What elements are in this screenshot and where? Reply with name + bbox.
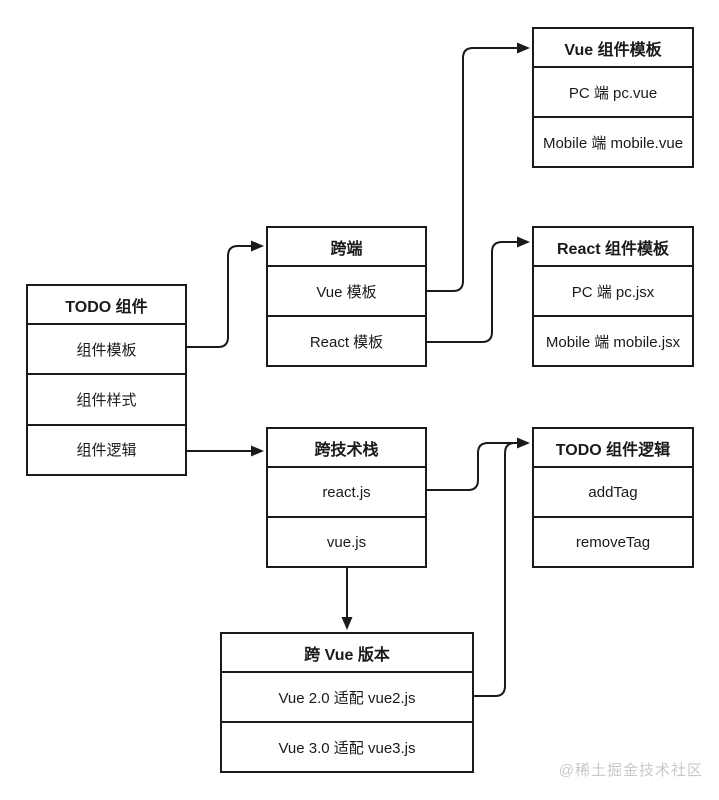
node-row-vuejs: vue.js xyxy=(268,516,425,566)
node-react-component-template: React 组件模板 PC 端 pc.jsx Mobile 端 mobile.j… xyxy=(532,226,694,367)
node-row-logic: 组件逻辑 xyxy=(28,423,185,474)
node-cross-end: 跨端 Vue 模板 React 模板 xyxy=(266,226,427,367)
node-title: 跨 Vue 版本 xyxy=(304,646,390,664)
node-todo-component: TODO 组件 组件模板 组件样式 组件逻辑 xyxy=(26,284,187,476)
node-row-template: 组件模板 xyxy=(28,323,185,373)
node-title: TODO 组件逻辑 xyxy=(555,441,671,459)
node-title: 跨技术栈 xyxy=(314,441,379,459)
node-row-mobile-vue: Mobile 端 mobile.vue xyxy=(534,116,692,166)
node-row-removetag: removeTag xyxy=(534,516,692,566)
node-title: TODO 组件 xyxy=(65,298,148,316)
node-row-pc-jsx: PC 端 pc.jsx xyxy=(534,265,692,315)
node-vue-component-template: Vue 组件模板 PC 端 pc.vue Mobile 端 mobile.vue xyxy=(532,27,694,168)
node-row-react-template: React 模板 xyxy=(268,315,425,365)
edge-reacttpl-to-reactcomponent xyxy=(427,236,530,343)
node-cross-tech-stack: 跨技术栈 react.js vue.js xyxy=(266,427,427,568)
edge-template-to-crossend xyxy=(187,240,264,348)
node-title: 跨端 xyxy=(330,240,363,258)
edge-reactjs-to-todologic xyxy=(427,437,530,491)
node-row-vue2-adapter: Vue 2.0 适配 vue2.js xyxy=(222,671,472,721)
node-todo-component-logic: TODO 组件逻辑 addTag removeTag xyxy=(532,427,694,568)
node-row-reactjs: react.js xyxy=(268,466,425,516)
node-title: Vue 组件模板 xyxy=(564,41,662,59)
node-cross-vue-version: 跨 Vue 版本 Vue 2.0 适配 vue2.js Vue 3.0 适配 v… xyxy=(220,632,474,773)
node-row-vue3-adapter: Vue 3.0 适配 vue3.js xyxy=(222,721,472,771)
node-title: React 组件模板 xyxy=(556,240,670,258)
node-row-addtag: addTag xyxy=(534,466,692,516)
node-row-mobile-jsx: Mobile 端 mobile.jsx xyxy=(534,315,692,365)
watermark: @稀土掘金技术社区 xyxy=(558,762,703,779)
node-row-pc-vue: PC 端 pc.vue xyxy=(534,66,692,116)
node-row-vue-template: Vue 模板 xyxy=(268,265,425,315)
node-row-style: 组件样式 xyxy=(28,373,185,423)
edge-vuetpl-to-vuecomponent xyxy=(427,42,530,292)
edge-vue2-to-todologic xyxy=(474,442,523,697)
